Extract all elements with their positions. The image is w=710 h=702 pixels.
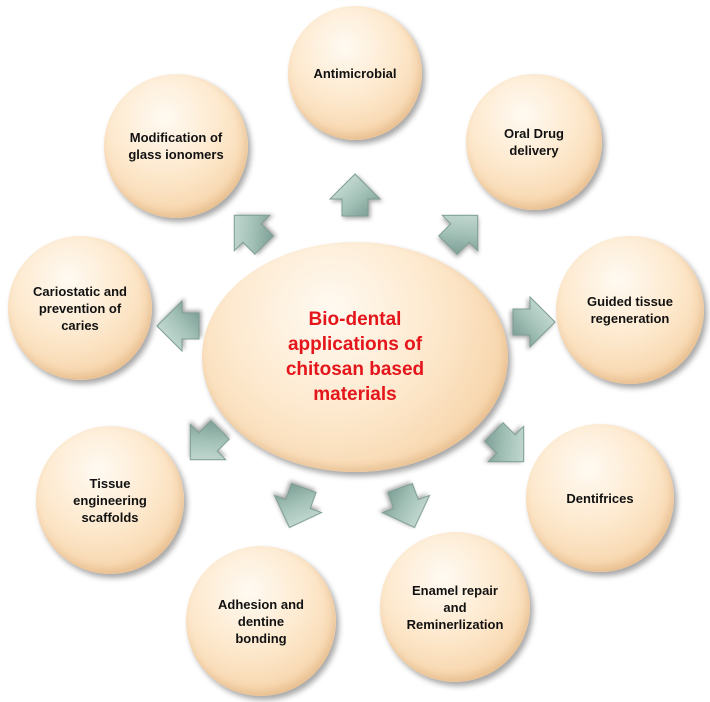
- arrow-to-tissue-engineering-scaffolds: [189, 420, 230, 461]
- node-enamel-repair: Enamel repair and Reminerlization: [380, 532, 530, 682]
- arrow-to-enamel-repair: [381, 482, 431, 529]
- node-label: Modification of glass ionomers: [128, 130, 224, 162]
- node-dentifrices: Dentifrices: [526, 424, 674, 572]
- node-label: Tissue engineering scaffolds: [73, 475, 147, 525]
- node-cariostatic-caries: Cariostatic and prevention of caries: [8, 236, 152, 380]
- node-oral-drug-delivery: Oral Drug delivery: [466, 74, 602, 210]
- node-modification-glass-ionomers: Modification of glass ionomers: [104, 74, 248, 218]
- arrow-to-oral-drug-delivery: [438, 214, 479, 255]
- node-guided-tissue-regeneration: Guided tissue regeneration: [556, 236, 704, 384]
- arrow-to-dentifrices: [484, 422, 525, 463]
- center-label: Bio-dental applications of chitosan base…: [285, 309, 425, 405]
- arrow-to-cariostatic-caries: [156, 299, 200, 353]
- node-label: Dentifrices: [566, 490, 634, 506]
- node-label: Antimicrobial: [313, 65, 397, 81]
- node-adhesion-dentine-bonding: Adhesion and dentine bonding: [186, 546, 336, 696]
- node-label: Guided tissue regeneration: [587, 294, 673, 326]
- node-label: Adhesion and dentine bonding: [218, 596, 304, 646]
- node-tissue-engineering-scaffolds: Tissue engineering scaffolds: [36, 426, 184, 574]
- arrow-to-guided-tissue-regeneration: [512, 295, 556, 349]
- center-node: Bio-dental applications of chitosan base…: [202, 242, 508, 472]
- arrow-to-antimicrobial: [328, 173, 382, 217]
- arrow-to-modification-glass-ionomers: [233, 214, 274, 255]
- node-antimicrobial: Antimicrobial: [288, 6, 422, 140]
- node-label: Oral Drug delivery: [504, 126, 564, 158]
- node-label: Cariostatic and prevention of caries: [33, 283, 127, 333]
- node-label: Enamel repair and Reminerlization: [406, 582, 504, 632]
- arrow-to-adhesion-dentine-bonding: [273, 482, 323, 529]
